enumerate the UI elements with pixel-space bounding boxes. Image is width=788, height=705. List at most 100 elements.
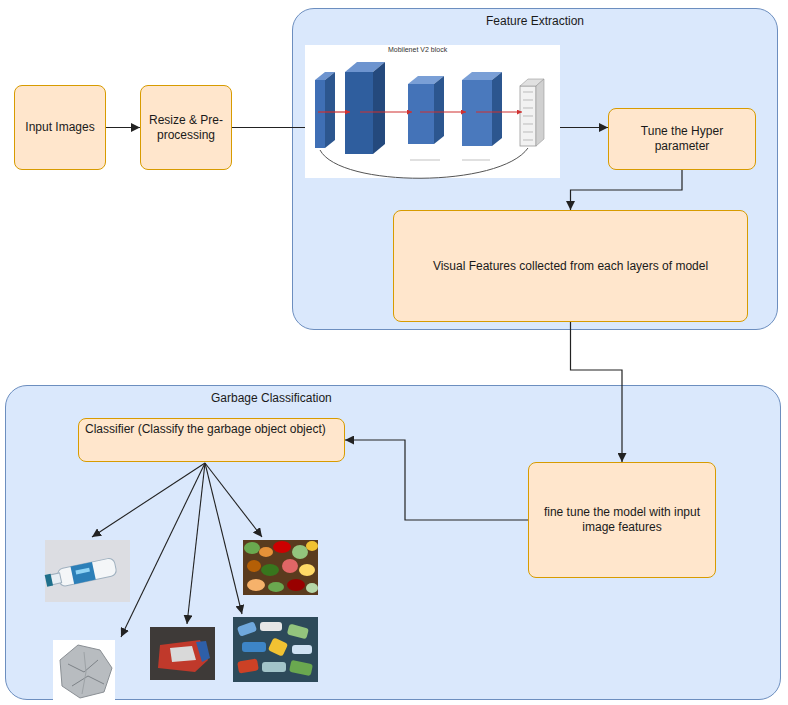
mobilenet-figure-part (315, 72, 335, 80)
box-text: fine tune the model with input image fea… (534, 505, 710, 535)
classifier-fan-arrows-part (187, 463, 205, 624)
plastic-pile-photo-part (237, 621, 257, 637)
bottle-photo (44, 540, 130, 602)
box-text: Visual Features collected from each laye… (433, 259, 708, 274)
paper-photo-part (68, 660, 98, 672)
mobilenet-figure-part (492, 72, 502, 146)
food-waste-photo-part (268, 582, 284, 592)
mobilenet-figure-part (462, 80, 492, 146)
figure-label-holder: Mobilenet V2 block (388, 46, 447, 53)
mobilenet-figure-part (345, 62, 385, 72)
food-waste-photo-part (243, 540, 318, 595)
paper-photo-part (60, 645, 112, 698)
mobilenet-figure-part (520, 86, 536, 146)
figure-label: Mobilenet V2 block (388, 46, 447, 53)
flow-arrow (571, 170, 683, 210)
mobilenet-figure-part (476, 111, 522, 112)
panel-title: Feature Extraction (293, 9, 777, 29)
food-waste-photo-part (306, 541, 318, 551)
plastic-pile-photo-part (287, 624, 309, 640)
classifier-fan-arrows-part (92, 463, 205, 537)
bottle-photo-part-part (70, 562, 95, 584)
food-waste-photo-part (292, 545, 308, 559)
can-photo-part (196, 641, 210, 662)
plastic-pile-photo-part (242, 642, 266, 652)
classifier-fan-arrows (92, 463, 262, 637)
mobilenet-figure-part (410, 160, 440, 161)
plastic-pile-photo-part (268, 637, 288, 656)
classifier-fan-arrows-part (205, 463, 262, 537)
bottle-photo-part-part (57, 557, 117, 587)
bottle-photo-part-part (50, 573, 62, 585)
box-text: Resize & Pre-processing (146, 113, 226, 143)
food-waste-photo-part (306, 583, 318, 593)
plastic-pile-photo-part (289, 660, 313, 676)
mobilenet-figure-part (520, 79, 544, 86)
mobilenet-figure-part (408, 76, 444, 84)
classifier-box: Classifier (Classify the garbage object … (78, 418, 345, 462)
bottle-photo-part-part (45, 574, 53, 587)
bottle-photo-part-part (75, 568, 90, 575)
food-waste-photo (243, 540, 318, 595)
can-photo-part (158, 640, 208, 672)
mobilenet-figure-part (523, 132, 533, 133)
food-waste-photo-part (247, 560, 261, 572)
bottle-photo-part (44, 557, 117, 589)
plastic-pile-photo-part (260, 622, 282, 631)
mobilenet-figure-part (420, 111, 466, 112)
process-box: Tune the Hyper parameter (608, 108, 756, 170)
food-waste-photo-part (259, 547, 273, 557)
flow-arrow (106, 127, 140, 128)
plastic-pile-photo (233, 617, 318, 682)
plastic-pile-photo-part (233, 617, 318, 682)
bottle-photo-part (45, 540, 130, 602)
process-box: Resize & Pre-processing (140, 85, 232, 170)
plastic-pile-photo-part (237, 658, 259, 673)
food-waste-photo-part (299, 564, 315, 576)
paper-photo-part (82, 652, 86, 694)
mobilenet-figure-part (325, 72, 335, 148)
mobilenet-figure-part (523, 124, 533, 125)
mobilenet-figure-part (462, 72, 502, 80)
mobilenet-figure-part (434, 76, 444, 144)
mobilenet-figure-part (523, 108, 533, 109)
plastic-pile-photo-part (292, 645, 312, 654)
plastic-pile-photo-part (262, 662, 286, 672)
food-waste-photo-part (261, 564, 279, 576)
mobilenet-figure-part (408, 84, 434, 144)
paper-photo (53, 640, 115, 700)
box-text: Classifier (Classify the garbage object … (85, 422, 326, 437)
panel-title: Garbage Classification (6, 386, 780, 406)
mobilenet-figure-part (523, 140, 533, 141)
mobilenet-figure-part (315, 80, 325, 148)
food-waste-photo-part (247, 579, 265, 591)
input-box: Input Images (14, 85, 106, 170)
food-waste-photo-part (244, 542, 260, 554)
mobilenet-figure-part (523, 116, 533, 117)
flow-arrow (571, 322, 623, 462)
mobilenet-figure-part (523, 100, 533, 101)
classifier-fan-arrows-part (205, 463, 242, 614)
mobilenet-figure-part (318, 111, 350, 112)
mobilenet-figure-part (305, 45, 560, 178)
mobilenet-figure-part (360, 111, 412, 112)
stage-panel: Feature ExtractionTune the Hyper paramet… (292, 8, 778, 330)
box-text: Tune the Hyper parameter (614, 124, 750, 154)
mobilenet-figure-part (462, 160, 490, 161)
box-text: Input Images (25, 120, 94, 135)
food-waste-photo-part (273, 541, 291, 553)
paper-photo-part (53, 640, 115, 700)
flow-arrow (232, 127, 608, 128)
can-photo (150, 627, 215, 680)
food-waste-photo-part (282, 559, 298, 573)
paper-photo-part (72, 676, 104, 686)
flow-arrow (345, 440, 528, 520)
mobilenet-figure-part (320, 148, 528, 178)
stage-panel: Garbage ClassificationClassifier (Classi… (5, 385, 781, 700)
mobilenet-figure-part (373, 62, 385, 154)
can-photo-part (150, 627, 215, 680)
food-waste-photo-part (287, 579, 305, 591)
